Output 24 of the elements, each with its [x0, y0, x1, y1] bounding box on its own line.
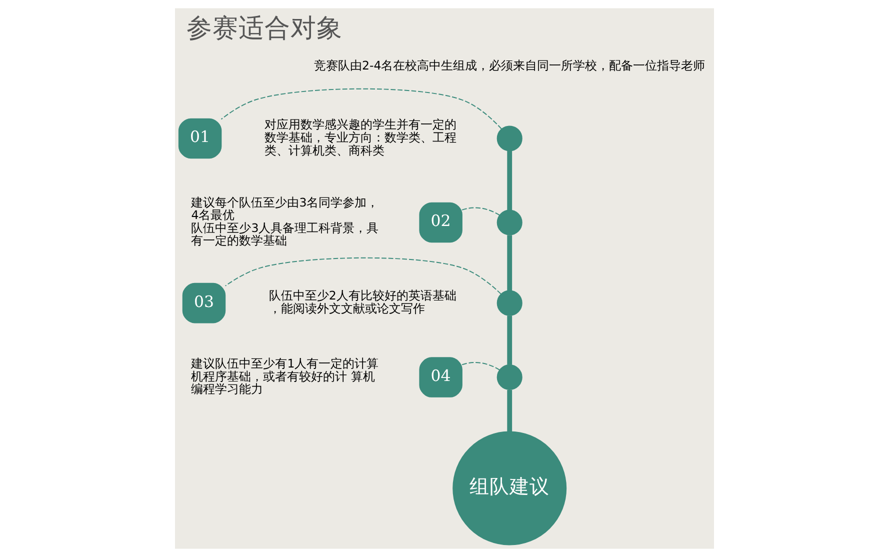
node-circle: [496, 126, 522, 152]
connector: [506, 235, 512, 291]
node-box: 01: [178, 118, 222, 159]
connector: [220, 88, 502, 130]
diagram-title: 参赛适合对象: [186, 14, 342, 44]
node-circle: [496, 290, 522, 316]
connector: [506, 150, 512, 210]
node-circle: 组队建议: [452, 431, 566, 546]
node-label: 对应用数学感兴趣的学生并有一定的数学基础，专业方向：数学类、工程类、计算机类、商科类: [264, 118, 456, 158]
node-label: 队伍中至少2人有比较好的英语基础，能阅读外文文献或论文写作: [268, 288, 456, 316]
connector: [224, 257, 502, 295]
node-label: 建议每个队伍至少由3名同学参加，4名最优: [190, 195, 378, 222]
connector: [506, 390, 512, 432]
node-label: 队伍中至少3人具备理工科背景，具有一定的数学基础: [190, 220, 378, 248]
node-box: 04: [418, 357, 462, 398]
node-label: 建议队伍中至少有1人有一定的计算机程序基础，或者有较好的计 算机编程学习能力: [190, 356, 378, 396]
node-circle: [496, 210, 522, 236]
node-box: 03: [182, 282, 226, 324]
connector: [461, 207, 500, 216]
connector: [461, 362, 500, 370]
node-circle: [496, 364, 522, 390]
label: 竞赛队由2-4名在校高中生组成，必须来自同一所学校，配备一位指导老师: [313, 58, 705, 72]
node-box: 02: [418, 202, 462, 243]
connector: [506, 316, 512, 365]
